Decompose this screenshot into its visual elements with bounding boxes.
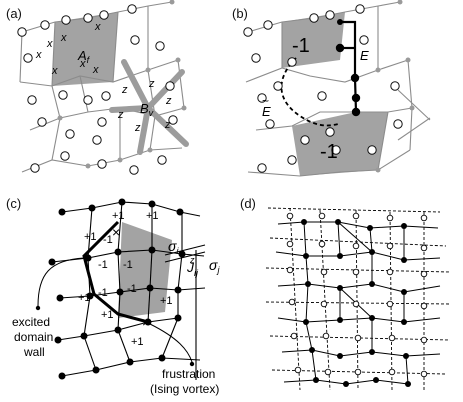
spin-plus: +1 [160, 295, 173, 307]
wall-cross: × [112, 224, 120, 240]
dual-path-label: E [262, 104, 271, 119]
z-marks: z z z z z z [117, 78, 172, 134]
plaquette-label: Af [77, 48, 91, 65]
x-mark: x [92, 64, 99, 76]
open-sites-d [286, 212, 428, 378]
x-mark: x [79, 58, 86, 70]
vortex-annotation-arrow [149, 323, 193, 363]
spin-minus: -1 [127, 283, 137, 295]
z-mark: z [134, 122, 141, 134]
grey-dots-b [375, 0, 415, 173]
panel-d-label: (d) [240, 196, 256, 211]
dashed-lattice-d [265, 207, 451, 391]
sigma-j: σj [209, 257, 220, 275]
domain-shading-top [282, 12, 345, 68]
spin-plus: +1 [131, 336, 144, 348]
panel-a-label: (a) [6, 6, 22, 21]
spin-plus: +1 [146, 210, 159, 222]
wall-annotation: excited domain wall [12, 315, 57, 359]
z-mark: z [165, 95, 172, 107]
site-circles-b [243, 4, 403, 173]
coupling-j: Jijz [186, 255, 199, 278]
domain-value-top: -1 [292, 35, 310, 57]
spin-plus: +1 [84, 231, 97, 243]
z-mark: z [148, 78, 155, 90]
panel-c: (c) [6, 196, 220, 396]
panel-b: (b) [232, 0, 431, 177]
x-mark: x [60, 32, 67, 44]
filled-sites-c [48, 198, 186, 380]
x-marks: x x x x x x x [35, 21, 101, 77]
plaquette-shading [52, 12, 118, 86]
panel-d: (d) [240, 196, 451, 391]
dual-path [280, 57, 339, 127]
vortex-cross: × [142, 314, 150, 330]
domain-wall [82, 220, 149, 324]
site-circles-a [17, 4, 178, 175]
panel-b-label: (b) [232, 6, 248, 21]
filled-sites-d [301, 219, 411, 387]
path-e-label: E [360, 48, 369, 63]
vortex-annotation: frustration (Ising vortex) [150, 367, 219, 396]
spin-minus: -1 [123, 259, 133, 271]
panel-c-label: (c) [6, 196, 21, 211]
grey-dots-a [57, 0, 187, 169]
filled-sites-b [335, 19, 361, 117]
domain-shading-bottom [292, 112, 388, 176]
sigma-i: σi [168, 238, 179, 256]
domain-value-bottom: -1 [320, 141, 338, 163]
frustrated-region-shading [118, 222, 172, 318]
z-mark: z [121, 84, 128, 96]
z-mark: z [164, 119, 171, 131]
x-mark: x [94, 21, 101, 33]
wall-annotation-arrow [37, 257, 85, 307]
spin-minus: -1 [103, 234, 113, 246]
spin-plus: +1 [112, 210, 125, 222]
x-mark: x [51, 65, 58, 77]
spin-minus: -1 [98, 259, 108, 271]
dual-path-accent: ~ [262, 94, 269, 108]
lattice-lines-b [245, 1, 431, 177]
spin-plus: +1 [101, 309, 114, 321]
panel-a: (a) [6, 0, 189, 175]
z-mark: z [117, 109, 124, 121]
x-mark: x [35, 49, 42, 61]
star-label: Bv [140, 101, 154, 118]
spin-plus: +1 [78, 292, 91, 304]
star-operator [109, 59, 189, 155]
spin-minus: -1 [98, 287, 108, 299]
x-mark: x [46, 38, 53, 50]
spin-values-c: +1 +1 +1 -1 -1 -1 -1 -1 +1 +1 +1 +1 [78, 210, 173, 348]
